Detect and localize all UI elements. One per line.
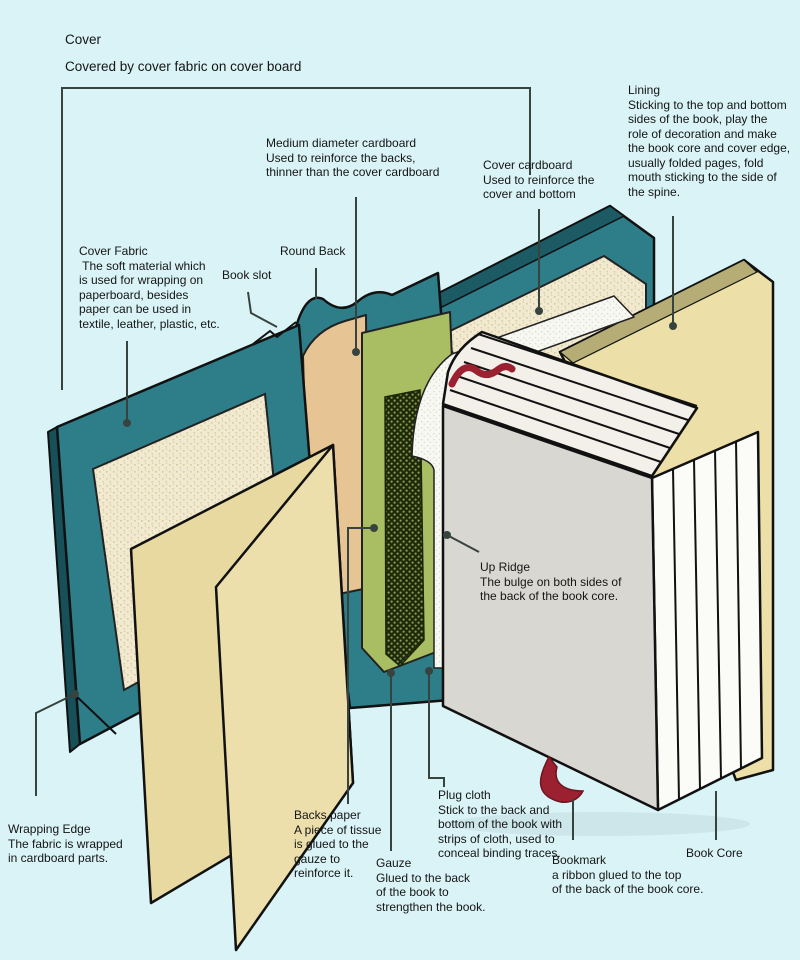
pointer-medium-cardboard [352, 197, 360, 356]
label-up-ridge: Up Ridge The bulge on both sides of the … [480, 560, 622, 603]
label-bookmark: Bookmark a ribbon glued to the top of th… [552, 853, 704, 896]
label-wrapping-edge: Wrapping Edge The fabric is wrapped in c… [8, 822, 123, 865]
bookmark-ribbon-top [448, 363, 516, 388]
label-plug-cloth: Plug cloth Stick to the back and bottom … [438, 788, 563, 860]
pointer-cover-cardboard [535, 209, 543, 315]
pointer-gauze [387, 669, 395, 851]
label-book-core: Book Core [686, 846, 743, 860]
bookmark-ribbon-tail [539, 755, 585, 803]
page-title: Cover [65, 32, 102, 47]
pointer-backs-paper [347, 524, 378, 804]
book-core-ridges [449, 333, 698, 463]
page-subtitle: Covered by cover fabric on cover board [65, 59, 302, 74]
label-gauze: Gauze Glued to the back of the book to s… [376, 856, 486, 914]
cover-bracket [61, 87, 531, 390]
pointer-plug-cloth [425, 667, 445, 787]
label-cover-fabric: Cover Fabric The soft material which is … [79, 244, 220, 331]
label-book-slot: Book slot [222, 268, 272, 282]
pointer-lining [669, 216, 677, 330]
pointer-lines [35, 197, 717, 851]
wrapping-edge-miter [71, 691, 117, 735]
label-medium-cardboard: Medium diameter cardboard Used to reinfo… [266, 136, 440, 179]
book-core-front-face [441, 404, 660, 812]
pointer-wrapping-edge [35, 690, 79, 796]
pointer-cover-fabric [123, 341, 131, 427]
label-cover-cardboard: Cover cardboard Used to reinforce the co… [483, 158, 595, 201]
book-core-page-lines [672, 440, 742, 801]
gauze-shape [384, 389, 425, 668]
label-lining: Lining Sticking to the top and bottom si… [628, 83, 791, 199]
lining-fold-band [558, 259, 759, 364]
book-slot-groove [252, 321, 297, 345]
bookmark-ribbon-shape [448, 363, 585, 803]
label-backs-paper: Backs paper A piece of tissue is glued t… [294, 808, 382, 880]
book-core-pages-side [650, 430, 764, 812]
pointer-up-ridge [443, 531, 480, 553]
label-round-back: Round Back [280, 244, 346, 258]
endpaper-sheets-shape [129, 443, 355, 952]
pointer-book-slot [247, 291, 278, 328]
